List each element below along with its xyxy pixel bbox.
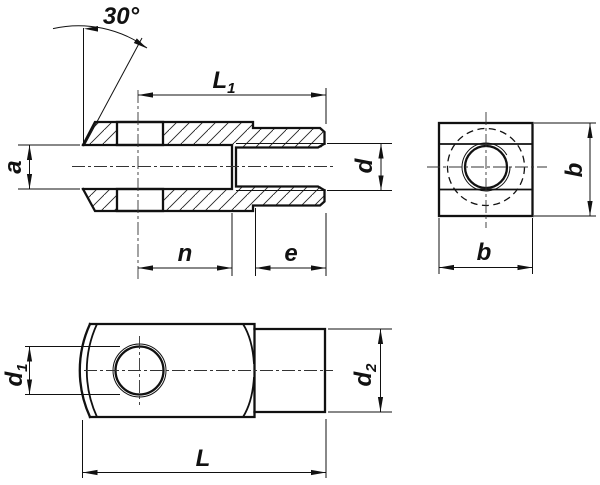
upper-prong-outline — [81, 120, 326, 147]
angle-arrow-left — [84, 26, 98, 32]
top-view: d1 d2 L — [1, 322, 392, 478]
dim-d-label: d — [351, 157, 378, 173]
dim-n-label: n — [178, 240, 193, 267]
upper-prong-hole — [115, 120, 165, 147]
dim-e-label: e — [284, 240, 297, 267]
dim-d2-label: d2 — [350, 363, 380, 387]
dim-L1: L1 — [138, 67, 327, 124]
shank-outline — [253, 327, 327, 414]
dim-d1-label: d1 — [1, 363, 31, 386]
dim-a: a — [0, 144, 80, 190]
lower-prong-hole — [115, 187, 165, 213]
section-view: 30° L1 a d n — [0, 3, 392, 280]
fork-rounded-end-outer — [78, 322, 92, 419]
bore-minor-edges — [234, 142, 327, 192]
dim-e: e — [255, 208, 327, 276]
section-outline — [81, 120, 327, 213]
end-view: b b — [427, 112, 596, 274]
angle-chamfer-extension — [83, 37, 143, 147]
dim-n: n — [138, 213, 233, 276]
transition-curve-bottom — [242, 376, 255, 418]
dim-b-bottom-label: b — [477, 239, 492, 266]
dim-L1-label: L1 — [212, 67, 235, 97]
dim-b-right-label: b — [561, 163, 588, 178]
transition-curve-top — [242, 323, 255, 365]
section-centerlines — [72, 90, 336, 280]
angle-annotation: 30° — [52, 3, 148, 147]
dim-a-label: a — [0, 160, 27, 173]
dim-L: L — [82, 419, 327, 478]
dim-d1: d1 — [1, 346, 120, 395]
dim-L-label: L — [196, 445, 211, 472]
pin-hole-notches — [115, 120, 165, 213]
thread-lines — [236, 143, 325, 191]
lower-prong-outline — [81, 187, 326, 213]
end-view-thread-arc — [461, 142, 511, 192]
slot-edges — [81, 143, 234, 191]
dim-b-bottom: b — [438, 218, 533, 274]
angle-label: 30° — [103, 3, 140, 30]
angle-arrow-right — [133, 38, 147, 49]
dim-b-right: b — [534, 122, 596, 217]
dim-d: d — [327, 143, 392, 191]
dim-d2: d2 — [328, 328, 392, 413]
